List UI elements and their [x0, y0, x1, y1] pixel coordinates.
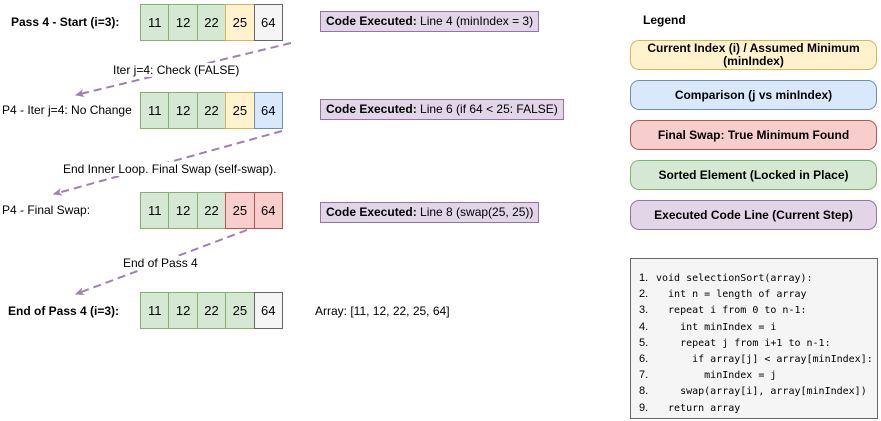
pseudocode-line: 8. swap(array[i], array[minIndex]): [639, 381, 877, 397]
array-cell: 25: [225, 4, 255, 41]
line-code: int n = length of array: [656, 289, 807, 301]
line-number: 2.: [639, 288, 649, 301]
array-state-note: Array: [11, 12, 22, 25, 64]: [315, 304, 450, 318]
code-executed-detail: Line 4 (minIndex = 3): [416, 14, 534, 28]
legend-item-current-index: Current Index (i) / Assumed Minimum (min…: [630, 40, 877, 70]
array-cell: 22: [196, 292, 227, 329]
code-executed-label: Code Executed:: [326, 14, 417, 28]
array-row-final-swap: 11 12 22 25 64: [140, 192, 283, 229]
code-executed-box-1: Code Executed: Line 4 (minIndex = 3): [320, 11, 540, 32]
line-code: repeat j from i+1 to n-1:: [656, 337, 831, 349]
legend-item-executed-line: Executed Code Line (Current Step): [630, 200, 877, 230]
line-code: minIndex = j: [656, 370, 777, 382]
array-cell: 64: [253, 4, 283, 41]
pseudocode-line: 1. void selectionSort(array):: [639, 268, 877, 284]
code-executed-detail: Line 6 (if 64 < 25: FALSE): [416, 102, 558, 116]
pseudocode-line: 9. return array: [639, 398, 877, 414]
pseudocode-line: 5. repeat j from i+1 to n-1:: [639, 333, 877, 349]
legend-item-sorted: Sorted Element (Locked in Place): [630, 160, 877, 190]
array-cell: 25: [225, 192, 255, 229]
line-number: 1.: [639, 272, 649, 284]
legend-item-label: Sorted Element (Locked in Place): [658, 167, 849, 182]
pseudocode-line: 3. repeat i from 0 to n-1:: [639, 300, 877, 316]
line-code: void selectionSort(array):: [656, 273, 813, 284]
row-label-iter: P4 - Iter j=4: No Change: [2, 103, 132, 117]
pseudocode-line: 7. minIndex = j: [639, 365, 877, 381]
line-number: 3.: [639, 304, 649, 317]
code-executed-box-2: Code Executed: Line 6 (if 64 < 25: FALSE…: [320, 99, 564, 120]
legend-item-label: Final Swap: True Minimum Found: [657, 127, 850, 142]
code-executed-label: Code Executed:: [326, 205, 417, 219]
array-cell: 11: [140, 4, 170, 41]
line-number: 6.: [639, 352, 649, 365]
row-label-final-swap: P4 - Final Swap:: [2, 203, 91, 217]
arrow-label-end-inner-loop: End Inner Loop. Final Swap (self-swap).: [61, 162, 279, 176]
pseudocode-block: 1. void selectionSort(array): 2. int n = …: [630, 258, 878, 419]
array-cell: 12: [168, 292, 198, 329]
line-number: 8.: [639, 385, 649, 398]
array-cell: 11: [140, 292, 170, 329]
line-number: 4.: [639, 320, 649, 333]
legend-item-label: Current Index (i) / Assumed Minimum (min…: [647, 41, 860, 68]
line-code: repeat i from 0 to n-1:: [656, 305, 807, 317]
pseudocode-line: 6. if array[j] < array[minIndex]:: [639, 349, 877, 365]
array-cell: 22: [196, 192, 227, 229]
arrow-label-check: Iter j=4: Check (FALSE): [111, 63, 242, 77]
array-cell: 12: [168, 4, 198, 41]
array-cell: 11: [140, 92, 170, 129]
line-number: 9.: [639, 401, 649, 414]
legend-item-label: Executed Code Line (Current Step): [654, 207, 853, 222]
array-row-pass-start: 11 12 22 25 64: [140, 4, 283, 41]
legend-title: Legend: [643, 13, 686, 27]
arrow-label-end-of-pass: End of Pass 4: [121, 256, 200, 270]
array-row-iter: 11 12 22 25 64: [140, 92, 283, 129]
legend-item-comparison: Comparison (j vs minIndex): [630, 80, 877, 110]
code-executed-label: Code Executed:: [326, 102, 417, 116]
code-executed-detail: Line 8 (swap(25, 25)): [416, 205, 534, 219]
array-cell: 64: [253, 192, 283, 229]
row-label-end-of-pass: End of Pass 4 (i=3):: [8, 304, 120, 318]
array-cell: 22: [196, 92, 227, 129]
code-executed-box-3: Code Executed: Line 8 (swap(25, 25)): [320, 202, 540, 223]
array-cell: 12: [168, 92, 198, 129]
array-cell: 64: [253, 292, 283, 329]
array-cell: 12: [168, 192, 198, 229]
array-cell: 22: [196, 4, 227, 41]
pseudocode-line: 2. int n = length of array: [639, 284, 877, 300]
array-cell: 64: [253, 92, 283, 129]
line-number: 5.: [639, 336, 649, 349]
line-code: if array[j] < array[minIndex]:: [656, 353, 873, 365]
array-row-end-of-pass: 11 12 22 25 64: [140, 292, 283, 329]
pseudocode-line: 4. int minIndex = i: [639, 317, 877, 333]
array-cell: 25: [225, 292, 255, 329]
line-code: int minIndex = i: [656, 321, 777, 333]
array-cell: 11: [140, 192, 170, 229]
row-label-pass-start: Pass 4 - Start (i=3):: [11, 15, 120, 29]
line-code: swap(array[i], array[minIndex]): [656, 386, 867, 398]
legend-item-final-swap: Final Swap: True Minimum Found: [630, 120, 877, 150]
line-number: 7.: [639, 369, 649, 382]
legend-item-label: Comparison (j vs minIndex): [674, 87, 833, 102]
array-cell: 25: [225, 92, 255, 129]
line-code: return array: [656, 402, 741, 414]
